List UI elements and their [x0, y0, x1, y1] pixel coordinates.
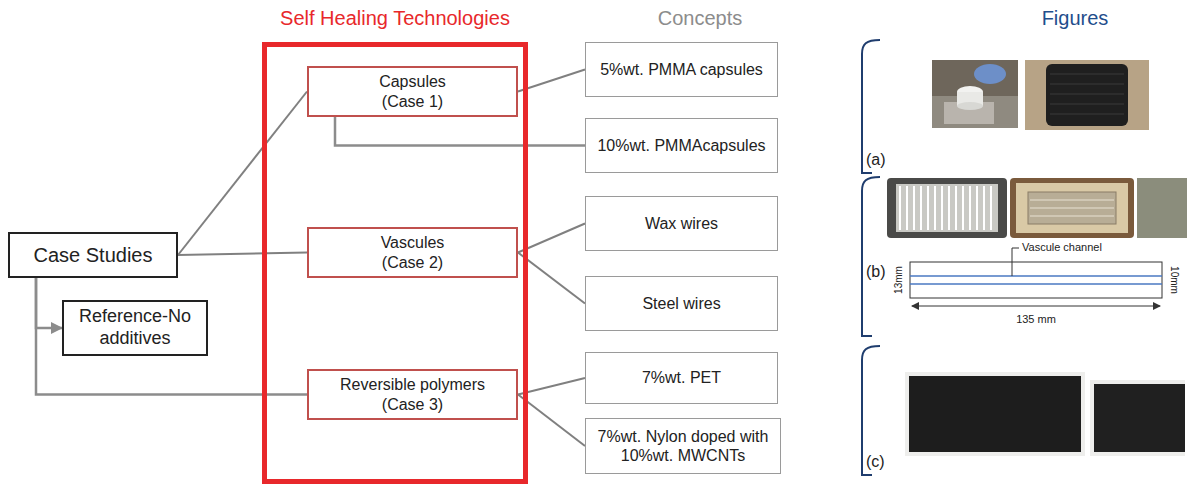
concept-box: Steel wires: [585, 276, 778, 331]
node-label: 5%wt. PMMA capsules: [600, 60, 763, 79]
connector: [518, 378, 585, 395]
dimension-label: 13mm: [893, 266, 905, 294]
concept-box: 10%wt. PMMAcapsules: [585, 118, 778, 173]
node-label: Vascules (Case 2): [363, 233, 463, 271]
connector: [518, 395, 585, 447]
connector: [518, 70, 585, 92]
case-box: Capsules (Case 1): [307, 66, 518, 117]
connector: [36, 278, 62, 328]
curly-bracket: [862, 40, 880, 475]
node-label: Case Studies: [34, 243, 153, 267]
connector: [518, 253, 585, 304]
node-label: Reversible polymers (Case 3): [328, 375, 498, 413]
dimension-label: 10mm: [1168, 266, 1180, 294]
case-box: Vascules (Case 2): [307, 227, 518, 278]
callout-label: Vascule channel: [1022, 241, 1102, 254]
connector: [178, 92, 307, 256]
dimension-label: 135 mm: [1016, 313, 1056, 326]
node-label: Steel wires: [642, 294, 720, 313]
node-label: 7%wt. PET: [642, 368, 721, 387]
connector: [518, 224, 585, 253]
figure-tag: (b): [866, 262, 886, 281]
node-label: Reference-No additives: [70, 306, 200, 349]
region-heading: Self Healing Technologies: [267, 6, 523, 30]
concept-box: 5%wt. PMMA capsules: [585, 42, 778, 97]
concept-box: 7%wt. PET: [585, 352, 778, 404]
node-label: 10%wt. PMMAcapsules: [597, 136, 765, 155]
vascule-schematic: [910, 248, 1162, 306]
vascule-photo: [887, 178, 1187, 238]
column-heading: Concepts: [658, 6, 743, 30]
specimen-photo: [1025, 60, 1149, 130]
case-box: Reversible polymers (Case 3): [307, 369, 518, 420]
concept-box: 7%wt. Nylon doped with 10%wt. MWCNTs: [585, 418, 781, 474]
connector: [335, 117, 585, 146]
technology-region: Self Healing TechnologiesCapsules (Case …: [262, 42, 528, 484]
root-box: Case Studies: [8, 232, 178, 278]
node-label: Wax wires: [645, 214, 718, 233]
reference-box: Reference-No additives: [62, 300, 208, 356]
connector: [178, 253, 307, 256]
column-heading: Figures: [1042, 6, 1109, 30]
figure-tag: (a): [866, 150, 886, 169]
concept-box: Wax wires: [585, 196, 778, 251]
node-label: Capsules (Case 1): [363, 72, 463, 110]
capsule-photo: [932, 60, 1018, 128]
figure-tag: (c): [866, 452, 885, 471]
node-label: 7%wt. Nylon doped with 10%wt. MWCNTs: [592, 427, 775, 465]
polymer-photo: [905, 372, 1185, 456]
